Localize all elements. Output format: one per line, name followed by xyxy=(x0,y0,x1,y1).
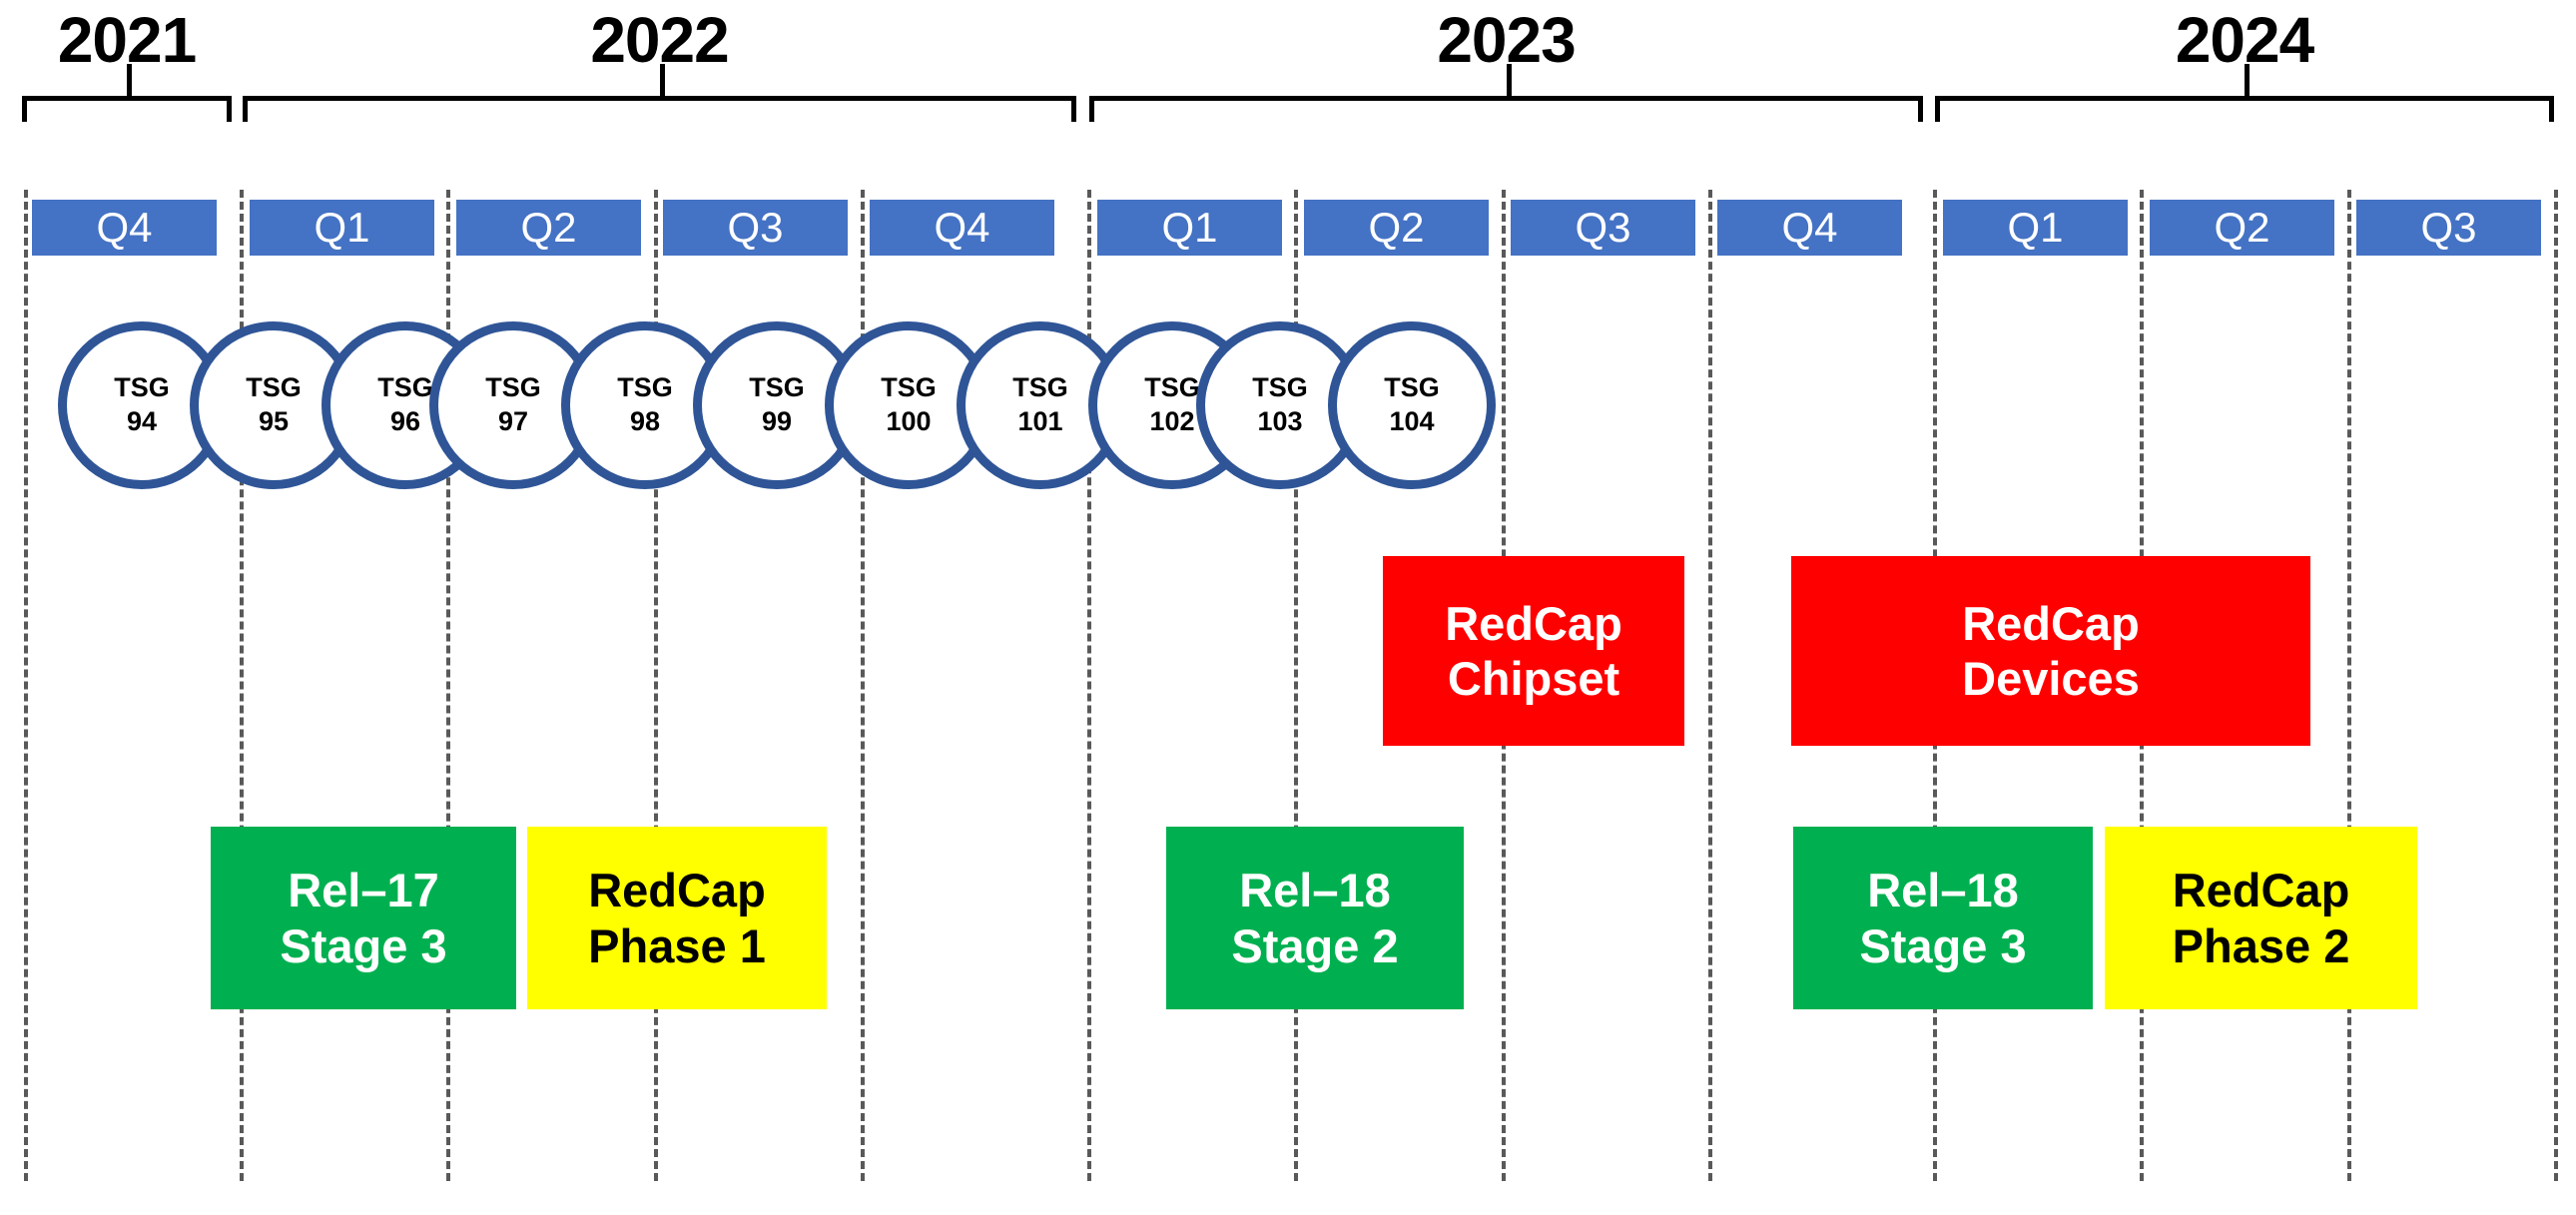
quarter-bar-q3-3[interactable]: Q3 xyxy=(663,200,848,256)
year-bracket xyxy=(1935,96,2554,122)
year-label: 2024 xyxy=(2175,4,2314,76)
tsg-number-label: 104 xyxy=(1389,406,1435,436)
tsg-number-label: 101 xyxy=(1017,406,1063,436)
activity-box-line: RedCap xyxy=(2172,864,2350,917)
activity-box-line: Chipset xyxy=(1447,652,1620,705)
activity-box-line: RedCap xyxy=(1962,596,2140,650)
year-group: 2021 xyxy=(22,8,232,128)
tsg-prefix-label: TSG xyxy=(1252,372,1308,403)
tsg-number-label: 103 xyxy=(1257,406,1303,436)
quarter-gridline xyxy=(446,190,450,1181)
activity-box-line: Stage 3 xyxy=(280,918,447,972)
quarter-bar-q2-10[interactable]: Q2 xyxy=(2150,200,2334,256)
year-bracket xyxy=(243,96,1076,122)
activity-box-line: Rel–17 xyxy=(288,864,439,917)
quarter-gridline xyxy=(654,190,658,1181)
year-bracket-stem xyxy=(2245,64,2250,98)
tsg-number-label: 99 xyxy=(761,406,793,436)
tsg-number-label: 96 xyxy=(389,406,421,436)
tsg-prefix-label: TSG xyxy=(246,372,302,403)
tsg-prefix-label: TSG xyxy=(377,372,433,403)
activity-box-line: Rel–18 xyxy=(1239,864,1391,917)
quarter-bar-q1-1[interactable]: Q1 xyxy=(250,200,434,256)
quarter-bar-q1-5[interactable]: Q1 xyxy=(1097,200,1282,256)
activity-box-line: RedCap xyxy=(588,864,766,917)
year-bracket xyxy=(22,96,232,122)
year-label: 2023 xyxy=(1437,4,1576,76)
year-bracket-stem xyxy=(659,64,665,98)
quarter-gridline xyxy=(1294,190,1298,1181)
year-label: 2021 xyxy=(57,4,197,76)
tsg-prefix-label: TSG xyxy=(485,372,541,403)
quarter-bar-q4-4[interactable]: Q4 xyxy=(870,200,1054,256)
quarter-gridline xyxy=(1087,190,1091,1181)
quarter-gridline xyxy=(861,190,865,1181)
tsg-prefix-label: TSG xyxy=(881,372,937,403)
activity-box-line: Phase 1 xyxy=(588,918,766,972)
year-group: 2023 xyxy=(1089,8,1923,128)
activity-box-line: Stage 3 xyxy=(1859,918,2027,972)
tsg-prefix-label: TSG xyxy=(617,372,673,403)
activity-box-line: Stage 2 xyxy=(1231,918,1399,972)
tsg-number-label: 95 xyxy=(258,406,290,436)
year-bracket-stem xyxy=(1506,64,1512,98)
year-label: 2022 xyxy=(590,4,729,76)
activity-box-line: RedCap xyxy=(1445,596,1622,650)
activity-box-line: Rel–18 xyxy=(1867,864,2019,917)
year-group: 2022 xyxy=(243,8,1076,128)
quarter-gridline xyxy=(2347,190,2351,1181)
year-bracket-stem xyxy=(127,64,132,98)
quarter-gridline xyxy=(2554,190,2558,1181)
tsg-number-label: 94 xyxy=(126,406,158,436)
tsg-number-label: 102 xyxy=(1149,406,1195,436)
year-bracket xyxy=(1089,96,1923,122)
tsg-prefix-label: TSG xyxy=(1144,372,1200,403)
quarter-gridline xyxy=(1708,190,1712,1181)
tsg-prefix-label: TSG xyxy=(1012,372,1068,403)
tsg-number-label: 98 xyxy=(629,406,661,436)
activity-box-line: Phase 2 xyxy=(2172,918,2350,972)
tsg-prefix-label: TSG xyxy=(749,372,805,403)
tsg-prefix-label: TSG xyxy=(114,372,170,403)
year-group: 2024 xyxy=(1935,8,2554,128)
tsg-prefix-label: TSG xyxy=(1384,372,1440,403)
tsg-number-label: 100 xyxy=(886,406,932,436)
quarter-bar-q1-9[interactable]: Q1 xyxy=(1943,200,2128,256)
quarter-bar-q2-2[interactable]: Q2 xyxy=(456,200,641,256)
activity-box-line: Devices xyxy=(1962,652,2140,705)
quarter-gridline xyxy=(24,190,28,1181)
quarter-bar-q2-6[interactable]: Q2 xyxy=(1304,200,1489,256)
quarter-bar-q3-11[interactable]: Q3 xyxy=(2356,200,2541,256)
quarter-bar-q4-0[interactable]: Q4 xyxy=(32,200,217,256)
quarter-gridline xyxy=(240,190,244,1181)
quarter-bar-q4-8[interactable]: Q4 xyxy=(1717,200,1902,256)
tsg-number-label: 97 xyxy=(497,406,529,436)
quarter-bar-q3-7[interactable]: Q3 xyxy=(1511,200,1695,256)
